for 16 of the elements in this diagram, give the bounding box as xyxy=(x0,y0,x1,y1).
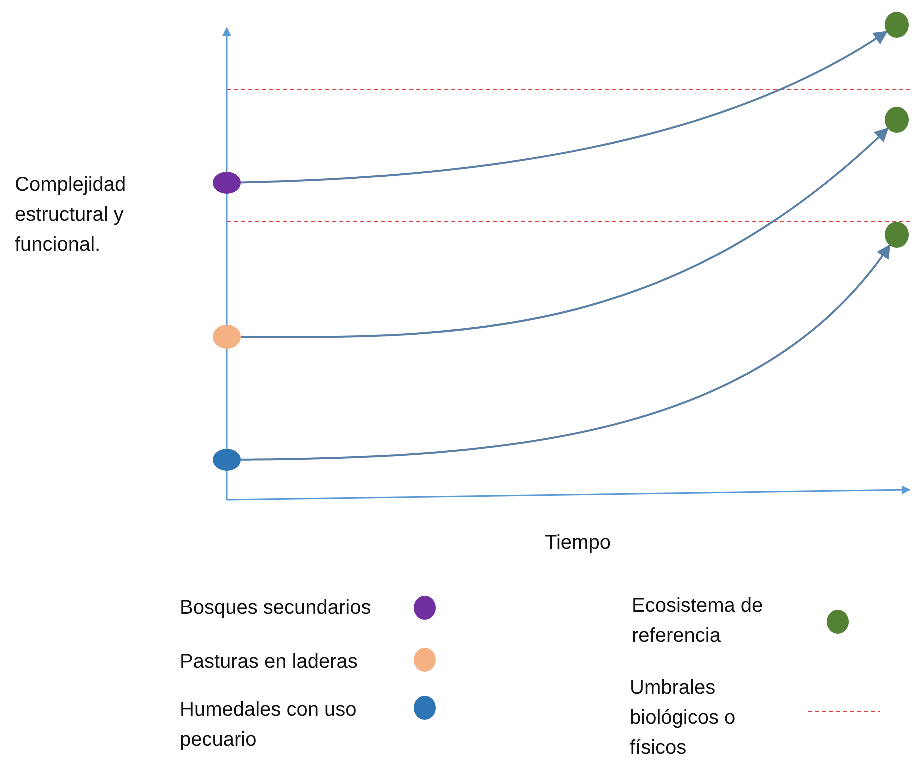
legend-label: Ecosistema de referencia xyxy=(632,594,764,649)
circle-marker xyxy=(885,12,909,38)
legend-label: Pasturas en laderas xyxy=(180,650,358,675)
circle-marker xyxy=(213,172,241,194)
circle-marker xyxy=(213,325,241,349)
legend-label: Humedales con uso pecuario xyxy=(180,698,358,753)
circle-marker xyxy=(885,222,909,248)
arrow xyxy=(240,244,891,461)
arrow xyxy=(241,128,890,338)
arrow xyxy=(240,31,888,184)
circle-marker xyxy=(213,449,241,471)
legend-label: Bosques secundarios xyxy=(180,596,372,621)
axis-label: Tiempo xyxy=(545,531,611,556)
axis-label: Complejidad estructural y funcional. xyxy=(15,173,128,258)
legend-label: Umbrales biológicos o físicos xyxy=(630,676,737,761)
circle-marker xyxy=(885,107,909,133)
